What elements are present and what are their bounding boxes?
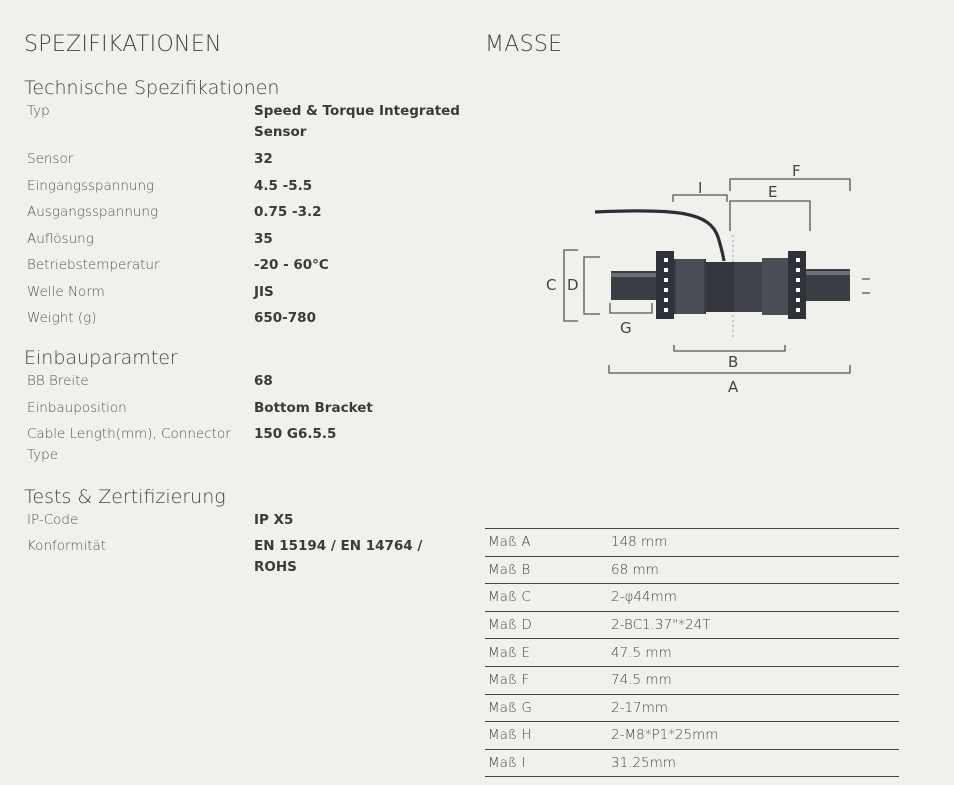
spec-value: Bottom Bracket [254,400,373,416]
dim-value: 74.5 mm [608,665,899,695]
spec-value: 0.75 -3.2 [254,204,322,220]
spec-row-conformity: Konformität EN 15194 / EN 14764 / ROHS [24,536,469,578]
dim-value: 148 mm [608,528,899,557]
label-E: E [768,183,777,201]
label-B: B [728,353,738,371]
dim-value: 2-BC1.37"*24T [608,610,899,639]
spec-value: 650-780 [254,310,316,326]
dim-key: Maß E [485,638,608,667]
dim-value: 2-φ44mm [608,583,899,612]
dim-key: Maß D [485,610,608,639]
dim-key: Maß B [485,555,608,584]
spec-row-weight: Weight (g) 650-780 [24,308,469,329]
label-G: G [620,319,632,337]
dim-value: 2-M8*P1*25mm [608,721,899,750]
section-title: Technische Spezifikationen [24,77,280,99]
spec-key: Welle Norm [27,284,105,300]
section-title: Tests & Zertifizierung [24,486,226,508]
spec-key: Ausgangsspannung [27,204,159,220]
spec-key: Konformität [27,538,107,554]
spec-row-output-voltage: Ausgangsspannung 0.75 -3.2 [24,202,469,223]
spec-key: Einbauposition [27,400,127,416]
spec-row-bb-width: BB Breite 68 [24,371,469,392]
spec-key: Sensor [27,151,74,167]
spec-key: Auflösung [27,231,94,247]
spec-value: 4.5 -5.5 [254,178,313,194]
dim-key: Maß C [485,583,608,612]
spec-value: Speed & Torque Integrated Sensor [254,103,460,140]
spec-value: 32 [254,151,273,167]
dim-key: Maß A [485,528,608,557]
section-technical-specs: Technische Spezifikationen Typ Speed & T… [24,75,469,329]
dim-value: 2-17mm [608,693,899,722]
label-F: F [792,162,801,180]
specifications-heading: SPEZIFIKATIONEN [24,32,222,57]
spec-value: 35 [254,231,273,247]
dimensions-column: MASSE [485,30,899,60]
spec-row-input-voltage: Eingangsspannung 4.5 -5.5 [24,176,469,197]
dim-value: 47.5 mm [608,638,899,667]
spec-row-resolution: Auflösung 35 [24,229,469,250]
dim-key: Maß F [485,665,608,695]
spec-row-mount-position: Einbauposition Bottom Bracket [24,398,469,419]
spec-key: Betriebstemperatur [27,257,160,273]
label-D: D [567,276,579,294]
spec-row-cable-length: Cable Length(mm), Connector Type 150 G6.… [24,424,469,466]
spec-key: Eingangsspannung [27,178,155,194]
specifications-column: SPEZIFIKATIONEN Technische Spezifikation… [24,30,469,578]
dim-value: 31.25mm [608,748,899,778]
spec-key: Typ [27,103,50,119]
spec-row-sensor: Sensor 32 [24,149,469,170]
spec-key: Weight (g) [27,310,97,326]
spec-key: IP-Code [27,512,79,528]
spec-value: JIS [254,284,274,300]
dimensions-heading: MASSE [485,32,563,57]
dim-value: 68 mm [608,555,899,584]
section-title: Einbauparamter [24,347,178,369]
dim-key: Maß I [485,748,608,778]
spec-value: -20 - 60°C [254,257,329,273]
spec-value: EN 15194 / EN 14764 / ROHS [254,538,423,575]
spec-row-shaft-standard: Welle Norm JIS [24,282,469,303]
label-I: I [698,179,702,197]
label-A: A [728,378,739,396]
spec-value: 150 G6.5.5 [254,426,337,442]
section-installation-params: Einbauparamter BB Breite 68 Einbaupositi… [24,345,469,466]
spec-value: 68 [254,373,273,389]
label-C: C [546,276,556,294]
section-tests-certification: Tests & Zertifizierung IP-Code IP X5 Kon… [24,484,469,578]
spec-value: IP X5 [254,512,294,528]
dim-key: Maß G [485,693,608,722]
spec-key: Cable Length(mm), Connector Type [27,426,231,463]
spec-row-operating-temp: Betriebstemperatur -20 - 60°C [24,255,469,276]
bottom-bracket-diagram: F I E C D H G B A [546,162,870,396]
spec-row-ip-code: IP-Code IP X5 [24,510,469,531]
spec-row-type: Typ Speed & Torque Integrated Sensor [24,101,469,143]
dim-key: Maß H [485,721,608,750]
spec-key: BB Breite [27,373,89,389]
